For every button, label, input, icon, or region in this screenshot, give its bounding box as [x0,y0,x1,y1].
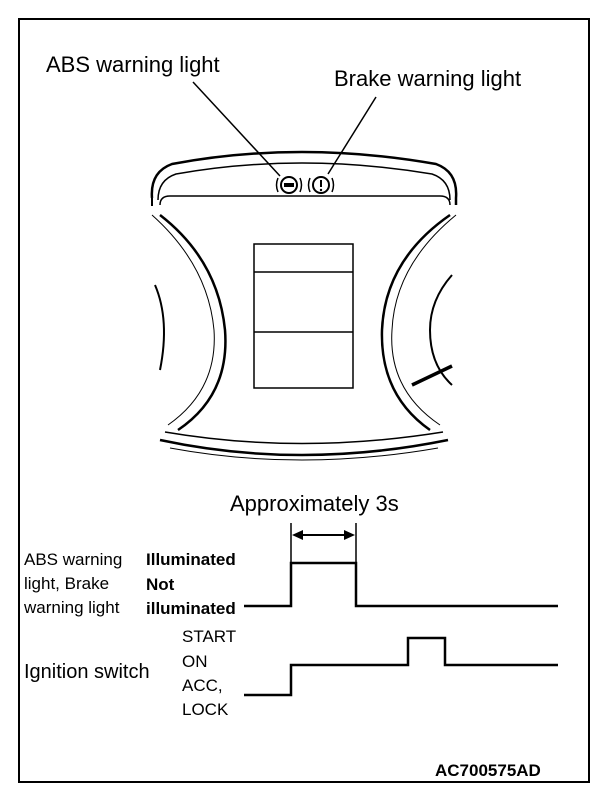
ignition-state-acc: ACC, [182,676,223,695]
abs-callout-leader [192,81,281,177]
abs-warning-light-callout: ABS warning light [46,52,220,77]
instrument-cluster [150,150,458,461]
warning-state-illuminated-2: illuminated [146,599,236,618]
duration-label: Approximately 3s [230,491,399,516]
warning-signal-name-line-3: warning light [24,598,120,617]
ignition-signal-name: Ignition switch [24,661,150,683]
ignition-state-lock: LOCK [182,700,229,719]
ignition-state-start: START [182,627,237,646]
duration-bracket [290,523,357,563]
brake-indicator-icon [307,176,335,194]
brake-warning-light-callout: Brake warning light [334,66,522,91]
outer-border [18,18,590,783]
warning-state-illuminated: Illuminated [146,550,236,569]
ignition-switch-waveform [244,636,558,697]
brake-callout-leader [327,96,377,175]
warning-light-waveform [244,561,558,608]
abs-indicator-icon [275,176,303,194]
ignition-state-on: ON [182,652,208,671]
figure-code: AC700575AD [435,761,541,780]
warning-signal-name-line-1: ABS warning [24,550,123,569]
warning-signal-name-line-2: light, Brake [24,574,110,593]
warning-state-not: Not [146,575,175,594]
